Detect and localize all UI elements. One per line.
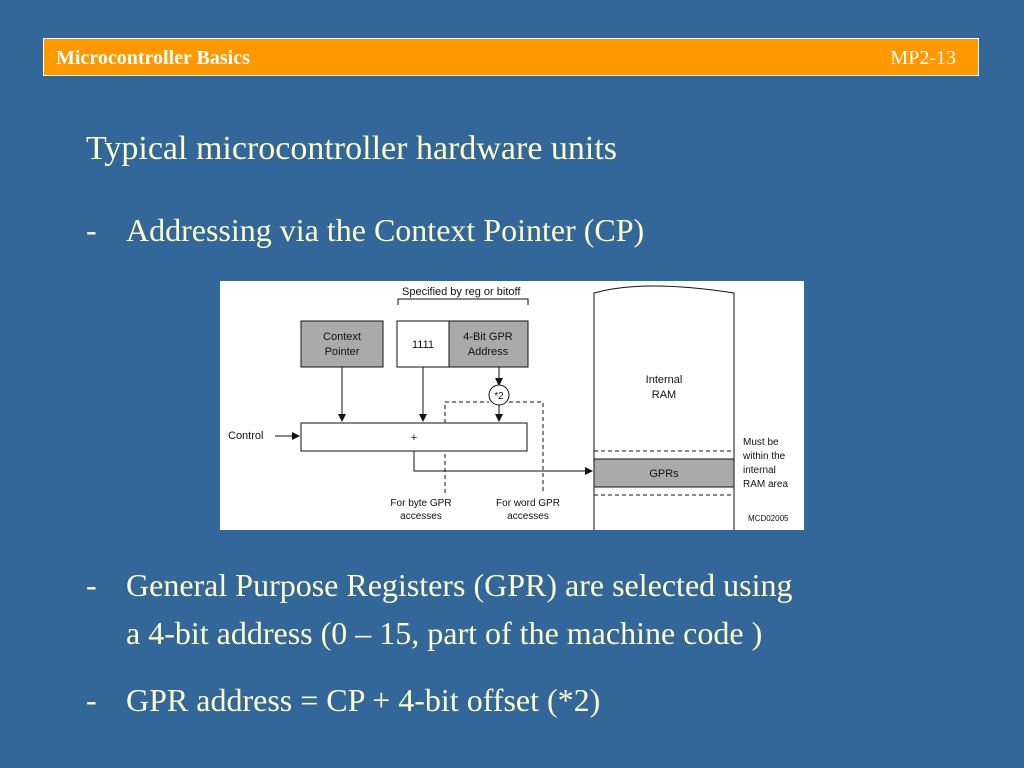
word-access-label-1: For word GPR [496,498,560,509]
control-label: Control [228,430,263,442]
gpr-address-box [448,320,529,368]
bullet-text-line-1: General Purpose Registers (GPR) are sele… [126,567,793,603]
byte-access-label-2: accesses [400,511,442,522]
bullet-item: - General Purpose Registers (GPR) are se… [86,563,986,655]
note-line-3: internal [743,465,776,476]
gprs-band [593,458,735,488]
note-line-2: within the [742,451,786,462]
slide-header: Microcontroller Basics MP2-13 [43,38,979,76]
note-line-1: Must be [743,437,779,448]
bullet-item: - GPR address = CP + 4-bit offset (*2) [86,678,846,722]
reg-field-value: 1111 [412,339,434,351]
bullet-text: Addressing via the Context Pointer (CP) [126,212,645,248]
multiplier-label: *2 [494,391,504,402]
cp-addressing-diagram: Specified by reg or bitoff Context Point… [220,281,804,530]
bullet-text-line-2: a 4-bit address (0 – 15, part of the mac… [126,615,763,651]
slide-subtitle: Typical microcontroller hardware units [86,130,618,167]
bullet-item: - Addressing via the Context Pointer (CP… [86,208,846,252]
figure-id: MCD02005 [748,514,789,523]
gpr-address-label-2: Address [468,346,509,358]
bullet-text: GPR address = CP + 4-bit offset (*2) [126,682,601,718]
word-access-label-2: accesses [507,511,549,522]
bullet-dash: - [86,212,97,248]
reg-field-box [396,320,450,368]
adder-box [300,422,528,452]
bullet-dash: - [86,567,97,603]
adder-symbol: + [411,432,417,444]
context-pointer-label-2: Pointer [325,346,360,358]
page-number: MP2-13 [890,47,956,69]
gprs-label: GPRs [649,468,679,480]
byte-access-label-1: For byte GPR [390,498,451,509]
header-title: Microcontroller Basics [56,47,250,69]
bullet-dash: - [86,682,97,718]
context-pointer-box [300,320,384,368]
context-pointer-label-1: Context [323,331,361,343]
spec-label: Specified by reg or bitoff [402,286,521,298]
internal-ram-label-2: RAM [652,389,676,401]
note-line-4: RAM area [743,479,788,490]
internal-ram-block [593,285,735,530]
gpr-address-label-1: 4-Bit GPR [463,331,513,343]
internal-ram-label-1: Internal [646,374,683,386]
